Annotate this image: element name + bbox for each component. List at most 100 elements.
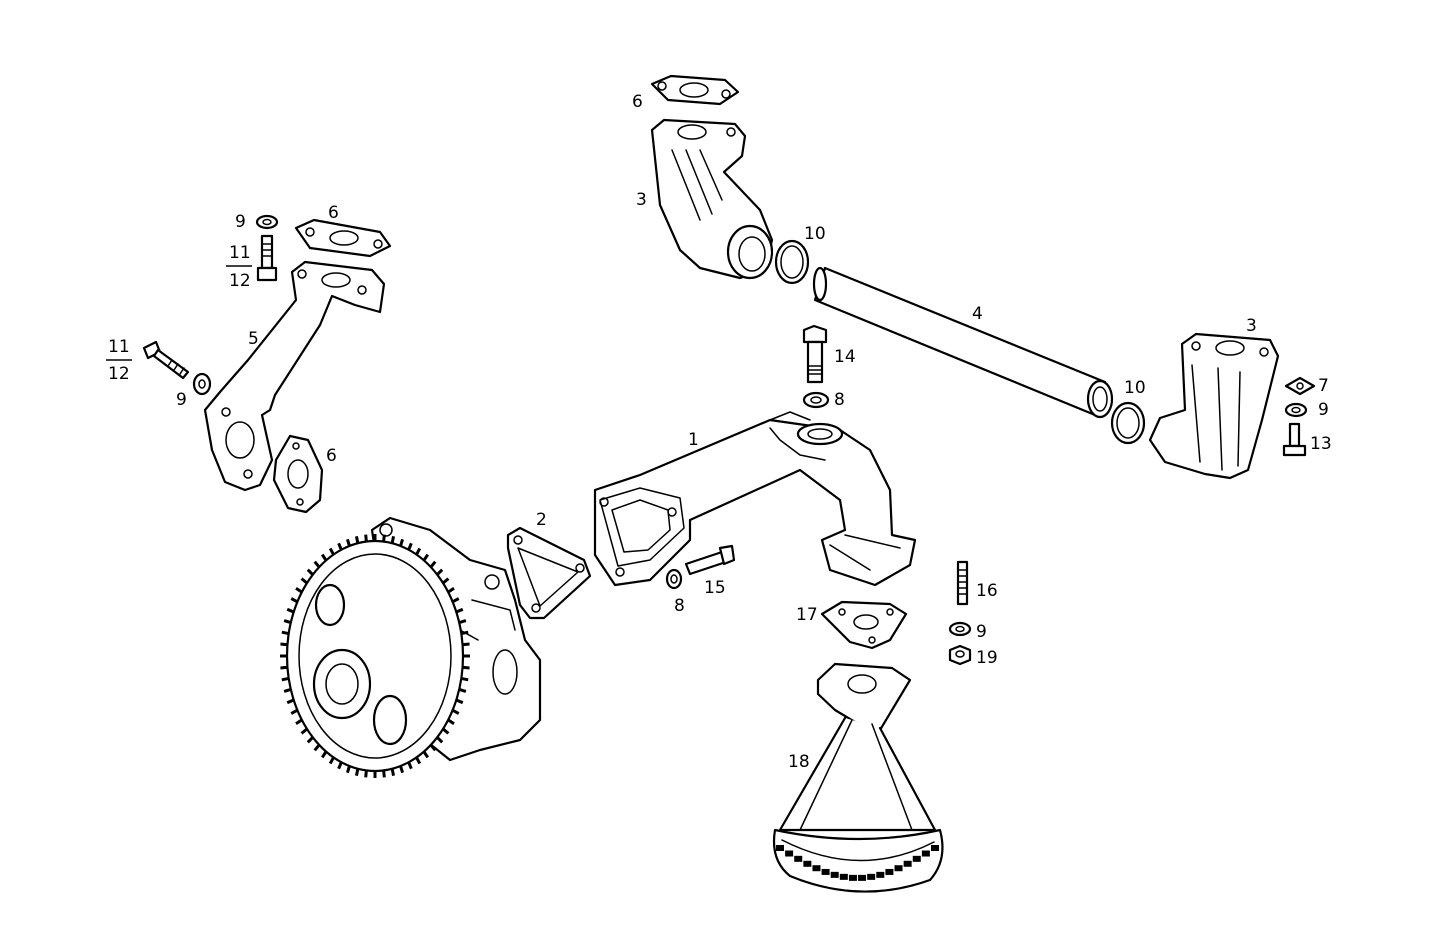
gear-tooth (415, 547, 422, 556)
label-5: 5 (248, 329, 259, 349)
screw-11-12-horizontal (142, 340, 190, 380)
washer-9-left (192, 372, 212, 396)
gear-tooth (337, 542, 343, 551)
tube-4 (812, 266, 1114, 419)
oil-strainer-18 (772, 662, 944, 893)
label-14: 14 (834, 347, 856, 367)
gear-tooth (447, 718, 455, 726)
mesh-cell (903, 860, 912, 867)
gear-tooth (451, 597, 460, 604)
mesh-cell (776, 845, 784, 851)
label-6-top: 6 (632, 92, 643, 112)
bolt-15 (684, 544, 736, 576)
gear-tooth (280, 642, 288, 647)
oil-pump-gear-assembly (280, 516, 542, 778)
gear-tooth (382, 534, 386, 542)
label-9-right: 9 (1318, 400, 1329, 420)
gear-tooth (295, 718, 303, 726)
pipe-bracket-3-right (1148, 332, 1280, 480)
gear-tooth (399, 538, 405, 547)
label-6-upper-left: 6 (328, 203, 339, 223)
gear-tooth (407, 761, 413, 770)
gear-tooth (407, 542, 413, 551)
gear-tooth (364, 534, 368, 542)
screw-11-12-vertical (256, 234, 278, 282)
gear-tooth (295, 586, 303, 594)
gear-tooth (455, 698, 464, 705)
gear-tooth (429, 743, 437, 752)
gear-tooth (313, 560, 321, 569)
o-ring-10-right (1110, 401, 1146, 445)
mesh-cell (894, 865, 903, 872)
washer-7 (1284, 376, 1316, 396)
gear-tooth (281, 676, 289, 682)
label-8-lower: 8 (674, 596, 685, 616)
gear-tooth (422, 750, 430, 759)
screw-13 (1282, 422, 1307, 457)
washer-9-top-left (255, 214, 279, 230)
gear-tooth (390, 768, 396, 776)
label-4: 4 (972, 304, 983, 324)
gear-tooth (283, 687, 292, 693)
gear-tooth (436, 736, 444, 744)
pipe-bracket-3-top (650, 118, 774, 280)
mesh-cell (921, 850, 930, 857)
mesh-cell (803, 860, 812, 867)
mesh-cell (858, 874, 867, 881)
gear-tooth (283, 619, 292, 625)
mesh-cell (876, 871, 885, 878)
gasket-6-lower-left (272, 434, 324, 514)
label-2: 2 (536, 510, 547, 530)
delivery-pipe-5 (203, 260, 386, 492)
gear-tooth (415, 756, 422, 765)
gear-tooth (461, 676, 469, 682)
nut-19 (948, 644, 972, 666)
gear-tooth (458, 619, 467, 625)
mesh-cell (839, 873, 848, 880)
mesh-cell (848, 874, 857, 881)
mesh-cell (821, 868, 830, 875)
washer-8-upper (802, 391, 830, 409)
gear-tooth (399, 765, 405, 774)
mesh-cell (912, 855, 921, 862)
gear-tooth (354, 536, 360, 544)
gear-tooth (290, 708, 299, 715)
mesh-cell (885, 868, 894, 875)
part-labels: 1 2 3 3 4 5 6 6 6 7 8 8 9 9 9 9 10 10 11… (106, 92, 1332, 772)
gear-tooth (354, 768, 360, 776)
mesh-cell (812, 865, 821, 872)
gear-tooth (328, 547, 335, 556)
gear-tooth (345, 765, 351, 774)
gear-tooth (364, 770, 368, 778)
label-11-top: 11 (229, 243, 251, 263)
label-17: 17 (796, 605, 818, 625)
washer-8-lower (665, 568, 683, 590)
gasket-2 (506, 526, 592, 620)
washer-9-right (1284, 402, 1308, 418)
gear-tooth (462, 665, 470, 670)
gear-teeth (280, 534, 470, 778)
gear-tooth (442, 727, 450, 735)
bolt-14 (802, 324, 828, 384)
gear-tooth (286, 607, 295, 614)
gear-tooth (455, 607, 464, 614)
stud-16 (956, 560, 969, 606)
washer-9-lower-right (948, 621, 972, 637)
gasket-6-top (650, 74, 740, 106)
label-13: 13 (1310, 434, 1332, 454)
gear-tooth (461, 630, 469, 636)
label-7: 7 (1318, 376, 1329, 396)
mesh-cell (794, 855, 803, 862)
mesh-cell (830, 871, 839, 878)
gear-tooth (442, 577, 450, 585)
gear-tooth (286, 698, 295, 705)
label-12-left: 12 (108, 364, 130, 384)
label-3-right: 3 (1246, 316, 1257, 336)
gear-tooth (436, 568, 444, 576)
label-16: 16 (976, 581, 998, 601)
o-ring-10-upper (774, 239, 810, 285)
gear-tooth (281, 630, 289, 636)
label-3-top: 3 (636, 190, 647, 210)
gear-tooth (320, 750, 328, 759)
